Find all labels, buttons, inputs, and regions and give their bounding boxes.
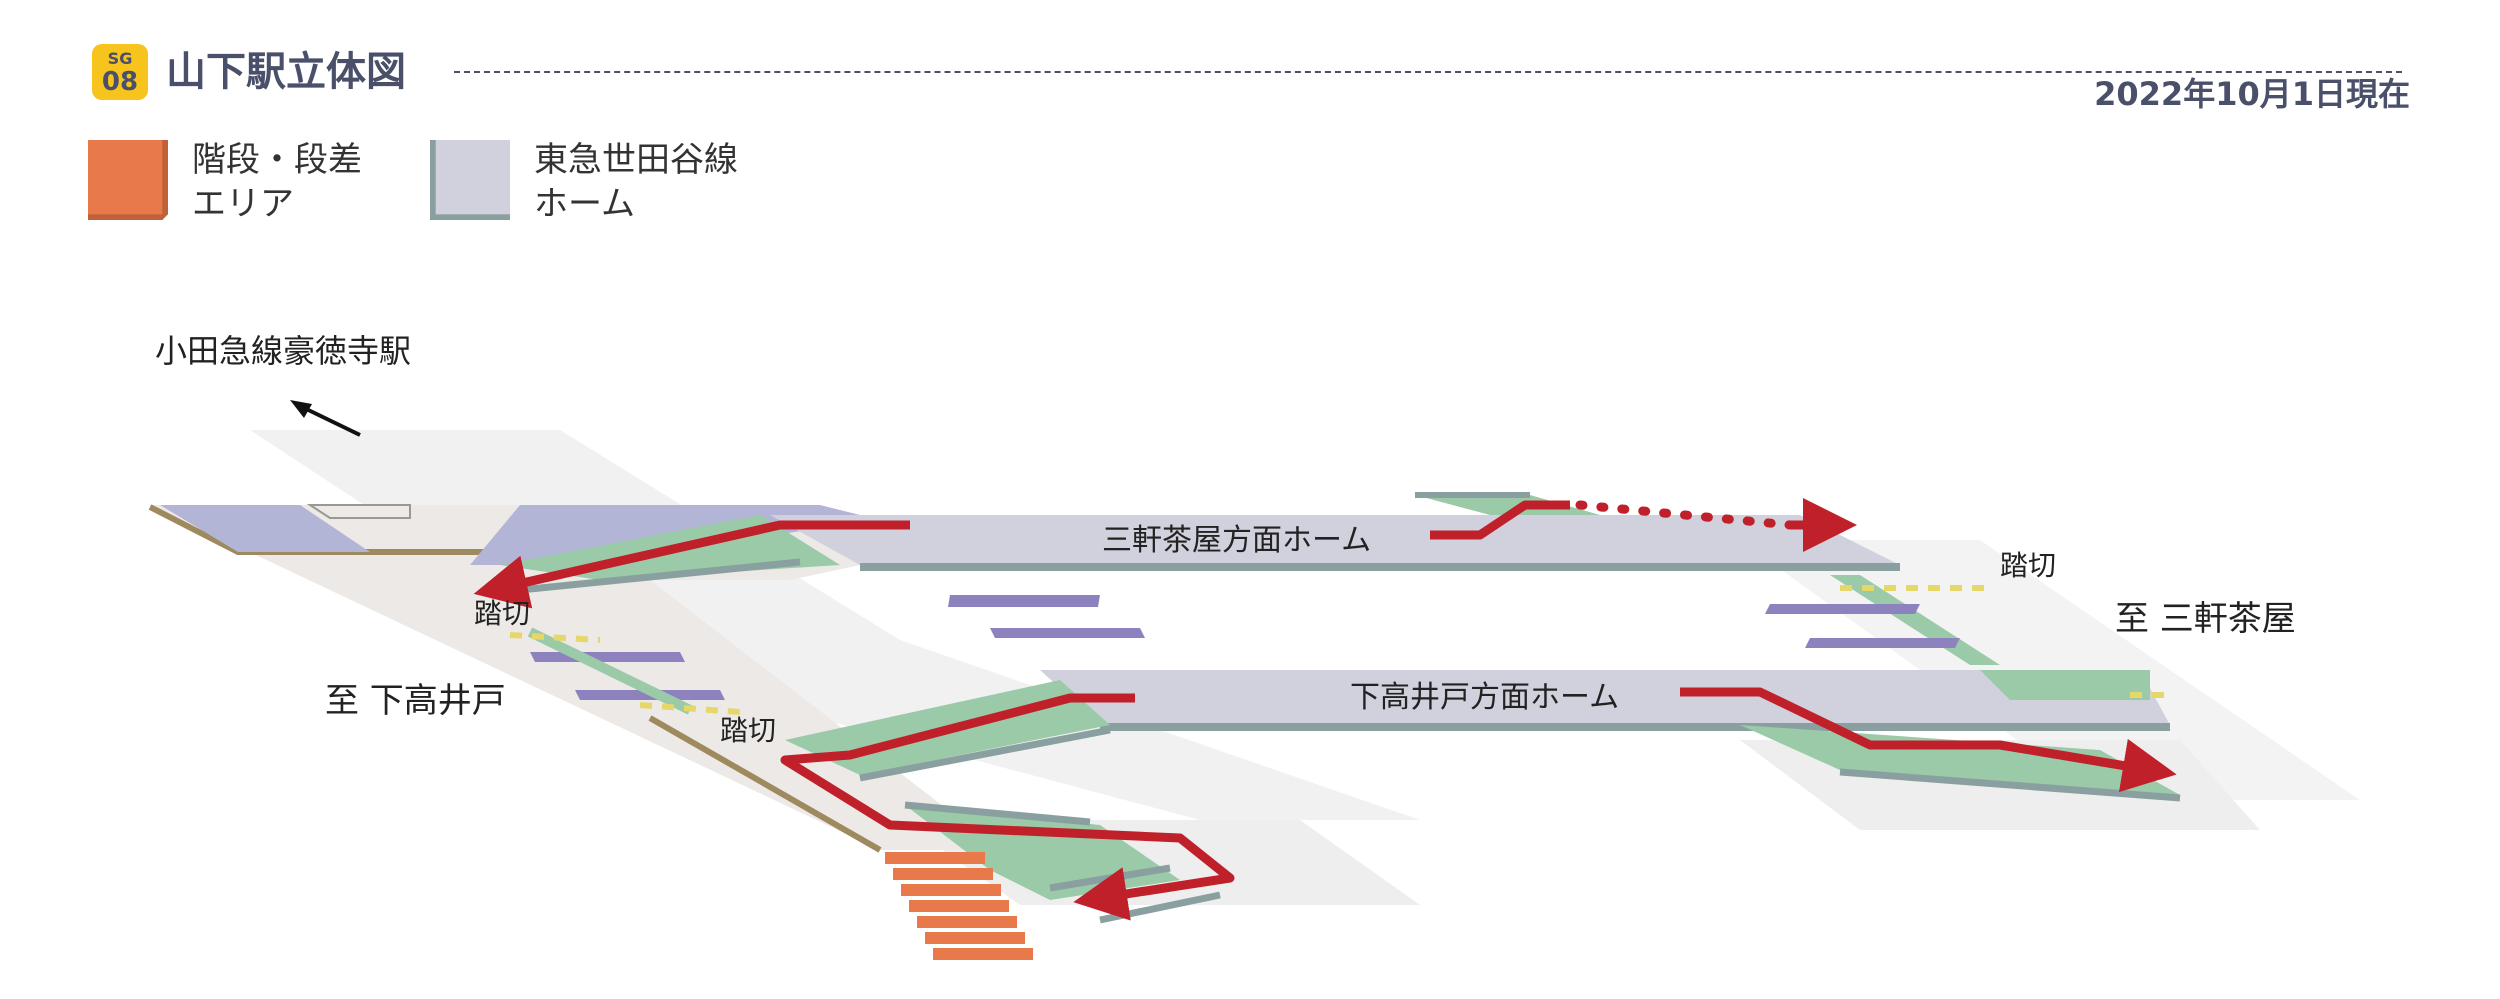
transfer-station-label: 小田急線豪徳寺駅 — [155, 332, 411, 370]
platform-swatch-icon — [430, 140, 510, 220]
ramp-lower-right2 — [1980, 670, 2150, 700]
platform-sangenjaya — [770, 515, 1900, 565]
direction-label-sangenjaya: 至 三軒茶屋 — [2115, 599, 2296, 639]
crossing-bars — [530, 595, 1960, 700]
route-lines — [473, 498, 2177, 921]
platform-label-shimotakaido: 下高井戸方面ホーム — [1350, 680, 1619, 715]
ramp-edge — [519, 558, 801, 594]
stairs — [885, 852, 1033, 960]
ramp-edge — [859, 726, 1111, 782]
route-upper-right-dotted — [1575, 500, 1795, 530]
page-title: 山下駅立体図 — [166, 49, 406, 95]
legend-item-stairs: 階段・段差 エリア — [88, 138, 488, 234]
route-upper-right — [1430, 500, 1570, 540]
header-divider — [454, 71, 2402, 73]
ramp-edge — [904, 801, 1091, 826]
route-lower-right — [1680, 687, 2177, 793]
ramp-edge — [1839, 768, 2181, 802]
crossing-stripe — [639, 702, 741, 715]
crossing-stripe — [509, 632, 601, 643]
as-of-date: 2022年10月1日現在 — [2094, 75, 2410, 113]
route-lower — [780, 693, 1235, 921]
odakyu-direction-arrow-icon — [290, 400, 361, 437]
header: SG 08 山下駅立体図 2022年10月1日現在 — [92, 44, 2422, 114]
legend-item-platform: 東急世田谷線 ホーム — [430, 138, 830, 234]
ramp-upper-right — [1415, 495, 1600, 515]
crossing-label: 踏切 — [474, 597, 530, 630]
line-badge: SG 08 — [92, 44, 148, 100]
direction-label-shimotakaido: 至 下高井戸 — [325, 681, 506, 721]
line-code: SG — [107, 49, 133, 68]
walkway-edge — [648, 715, 882, 853]
stairs-swatch-icon — [88, 140, 168, 220]
ramp-lower-right — [1740, 725, 2180, 795]
station-number: 08 — [101, 67, 139, 97]
crossing-label: 踏切 — [720, 714, 776, 747]
legend-label-platform: 東急世田谷線 ホーム — [534, 140, 738, 224]
track — [527, 627, 693, 715]
route-upper — [473, 520, 910, 609]
odakyu-platform — [306, 504, 411, 519]
platform-label-sangenjaya: 三軒茶屋方面ホーム — [1102, 523, 1371, 558]
crossing-label: 踏切 — [2000, 549, 2056, 582]
legend-label-stairs: 階段・段差 エリア — [192, 140, 362, 224]
platform-shimotakaido — [1040, 670, 2170, 725]
odakyu-platform — [160, 505, 370, 552]
